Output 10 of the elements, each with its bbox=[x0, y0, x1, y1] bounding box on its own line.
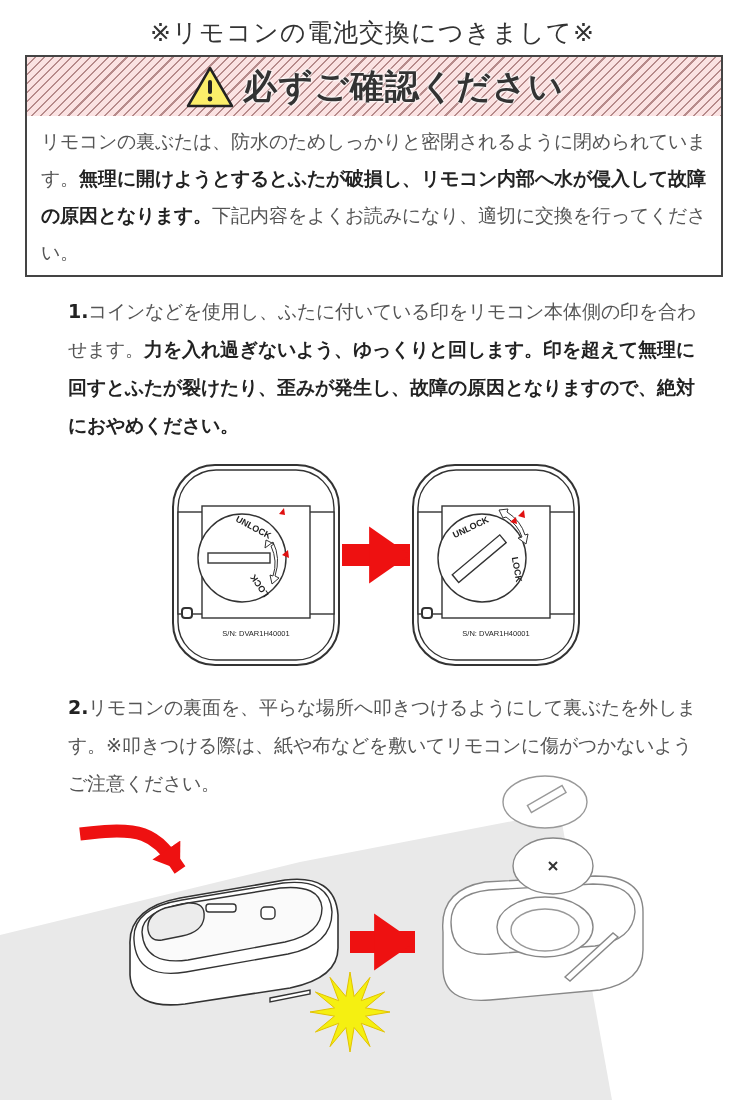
block-arrow bbox=[350, 913, 415, 971]
warning-text: リモコンの裏ぶたは、防水のためしっかりと密閉されるように閉められています。無理に開けようとするとふたが破損し、リモコン内部へ水が侵入して故障の原因となります。下記内容をよくお読みになり、適切に交換を行ってください。 bbox=[41, 129, 707, 265]
instruction-text: 1.コインなどを使用し、ふたに付いている印をリモコン本体側の印を合わせます。力を入れ過ぎないよう、ゆっくりと回します。印を超えて無理に回すとふたが裂けたり、歪みが発生し、故障の原因となりますので、絶対におやめください。 bbox=[68, 299, 698, 438]
title: ※リモコンの電池交換につきまして※ bbox=[149, 17, 596, 49]
curved-arrow bbox=[79, 824, 186, 874]
warning-box bbox=[25, 55, 723, 277]
block-arrow bbox=[342, 526, 410, 584]
warning-heading: 必ずご確認ください bbox=[242, 64, 564, 108]
dial-label: LOCK bbox=[509, 556, 525, 583]
instruction-text: 2.リモコンの裏面を、平らな場所へ叩きつけるようにして裏ぶたを外します。※叩きつける際は、紙や布などを敷いてリモコンに傷がつかないようご注意ください。 bbox=[68, 695, 698, 796]
